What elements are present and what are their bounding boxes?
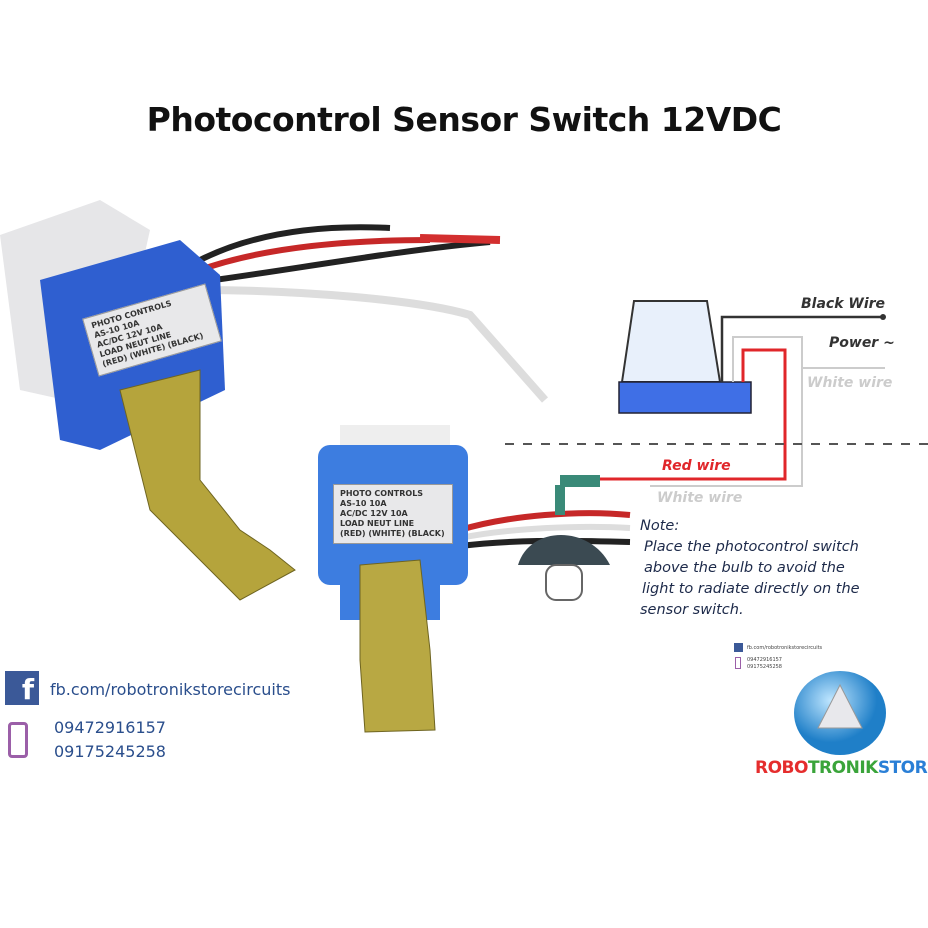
sensor-body-shape [618, 381, 752, 414]
phone-icon [8, 722, 28, 758]
black-wire-label: Black Wire [801, 296, 886, 312]
white-wire-bottom-label: White wire [657, 490, 743, 506]
note-line: Place the photocontrol switch [644, 539, 859, 555]
small-device-label: PHOTO CONTROLS AS-10 10A AC/DC 12V 10A L… [333, 484, 453, 544]
phone-icon [735, 657, 741, 669]
wiring-diagram [505, 300, 928, 487]
red-wire-label: Red wire [662, 458, 731, 474]
label-terminals: LOAD NEUT LINE [340, 519, 415, 528]
robotronik-logo-globe [794, 671, 886, 755]
white-wire-top-label: White wire [807, 375, 893, 391]
phone-number-small-2: 09175245258 [747, 664, 782, 670]
sensor-top-shape [620, 300, 722, 383]
phone-number-small-1: 09472916157 [747, 657, 782, 663]
white-wire-line [650, 336, 803, 487]
note-line: light to radiate directly on the [642, 581, 860, 597]
phone-number-1: 09472916157 [54, 718, 166, 737]
page-title: Photocontrol Sensor Switch 12VDC [146, 100, 782, 139]
lamp-illustration [518, 475, 610, 601]
power-label: Power ~ [829, 335, 895, 351]
red-wire-line [580, 348, 787, 481]
logo-part-store: STORE [877, 758, 928, 778]
facebook-icon [734, 643, 743, 652]
label-colors: (RED) (WHITE) (BLACK) [340, 529, 445, 538]
facebook-link[interactable]: fb.com/robotronikstorecircuits [50, 680, 291, 699]
label-model: AS-10 10A [340, 499, 387, 508]
facebook-icon: f [5, 671, 39, 706]
black-wire-line [720, 315, 883, 382]
label-rating: AC/DC 12V 10A [340, 509, 408, 518]
phone-number-2: 09175245258 [54, 742, 166, 761]
note-line: sensor switch. [640, 602, 744, 618]
small-photocontrol-device [318, 425, 631, 733]
logo-part-tronik: TRONIK [807, 758, 878, 778]
note-heading: Note: [640, 518, 680, 534]
note-line: above the bulb to avoid the [644, 560, 845, 576]
installation-note: Note: Place the photocontrol switch abov… [640, 516, 860, 621]
facebook-link-small: fb.com/robotronikstorecircuits [747, 645, 823, 651]
logo-part-robo: ROBO [755, 758, 808, 778]
label-title: PHOTO CONTROLS [340, 489, 424, 498]
robotronikstore-logo-text: ROBOTRONIKSTORE [755, 758, 928, 778]
